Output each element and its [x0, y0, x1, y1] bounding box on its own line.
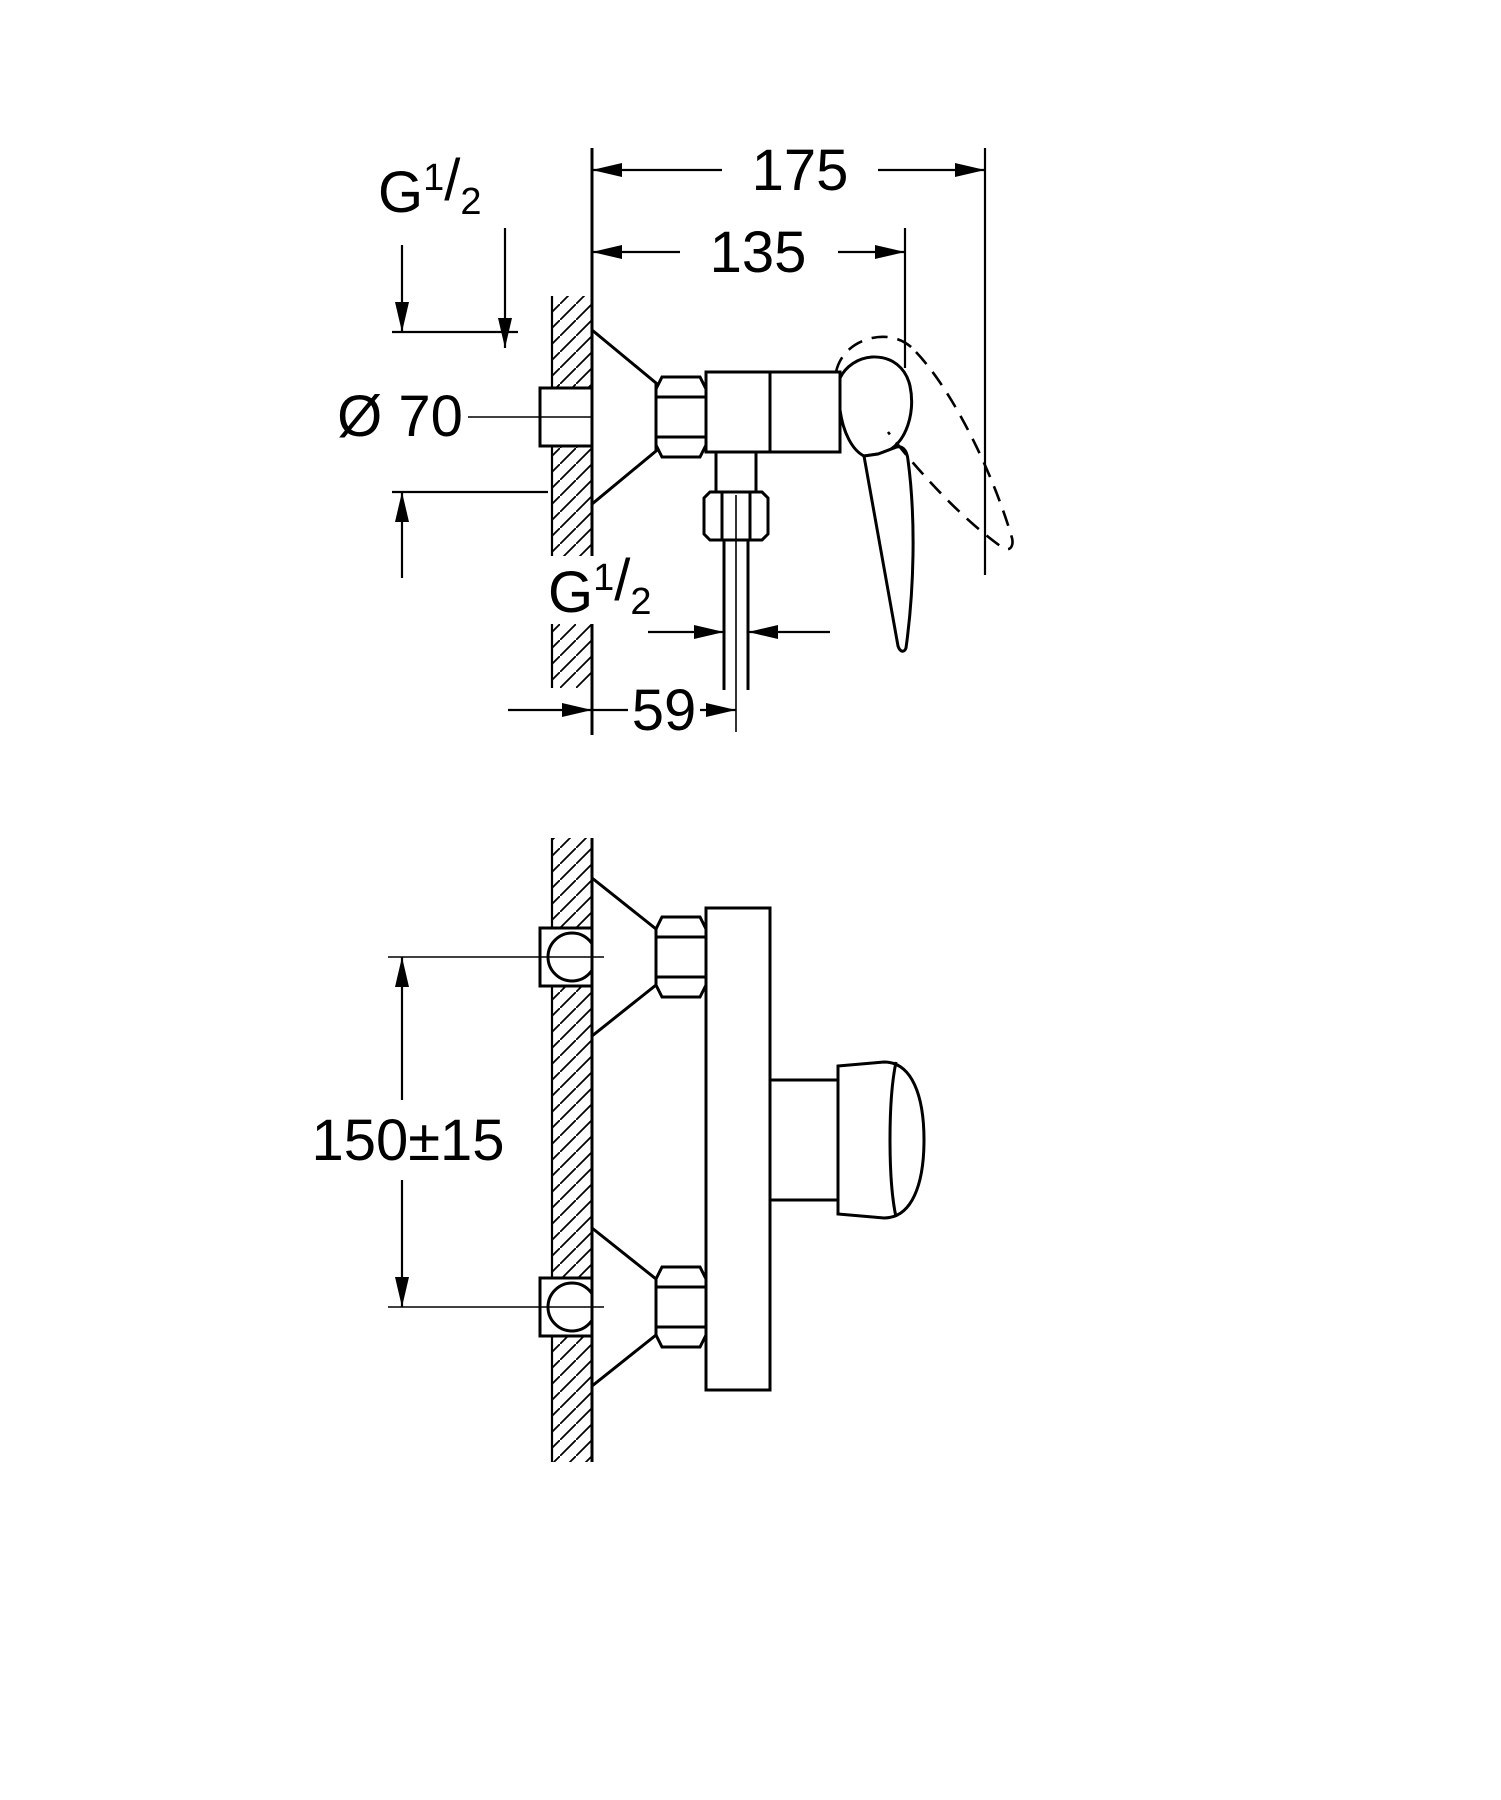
dimension-135: 135 — [592, 220, 907, 368]
dim-label-135: 135 — [710, 220, 807, 285]
handle-dashed-lever — [886, 351, 1014, 551]
thread-g: G — [548, 560, 593, 625]
front-view: 150±15 — [311, 838, 926, 1462]
handle-neck — [768, 1078, 840, 1202]
dim-label-59: 59 — [632, 678, 697, 743]
thread-label-inlet: G1/2 — [378, 148, 512, 348]
thread-slash: / — [614, 548, 631, 613]
thread-label-outlet-text: G1/2 — [548, 548, 652, 625]
handle-knob — [836, 1060, 926, 1220]
escutcheon-side — [590, 326, 658, 508]
mixer-body-plate — [704, 906, 772, 1392]
shower-outlet — [702, 450, 770, 732]
thread-label-inlet-text: G1/2 — [378, 148, 482, 225]
dim-label-d70: Ø 70 — [337, 384, 463, 449]
union-nut-body — [654, 915, 708, 999]
dimension-diameter-70: Ø 70 — [337, 245, 548, 578]
thread-den: 2 — [460, 181, 481, 223]
valve-body-block — [704, 370, 842, 454]
union-nut-body — [654, 1265, 708, 1349]
dimension-59: 59 — [508, 678, 736, 743]
handle-lever — [862, 445, 915, 653]
handle-knob-inner-line — [888, 1061, 898, 1218]
union-nut — [654, 375, 708, 459]
thread-num: 1 — [423, 157, 444, 199]
top-view: 175 135 G1/2 Ø 70 G1/2 — [337, 138, 1014, 743]
thread-den: 2 — [630, 581, 651, 623]
dimension-150: 150±15 — [311, 956, 604, 1308]
dim-label-150: 150±15 — [311, 1108, 504, 1173]
valve-body — [704, 370, 842, 454]
wall-hatch — [552, 296, 592, 688]
outlet-neck — [714, 450, 758, 494]
thread-slash: / — [444, 148, 461, 213]
thread-outlet-mask — [534, 556, 666, 624]
thread-label-outlet: G1/2 — [534, 548, 830, 639]
dimension-175: 175 — [592, 138, 987, 575]
dim-label-175: 175 — [752, 138, 849, 203]
thread-num: 1 — [593, 557, 614, 599]
handle-front — [768, 1060, 926, 1220]
thread-g: G — [378, 160, 423, 225]
handle-pivot — [838, 355, 914, 458]
union-nut-body — [654, 375, 708, 459]
lever-handle-solid — [838, 355, 915, 653]
